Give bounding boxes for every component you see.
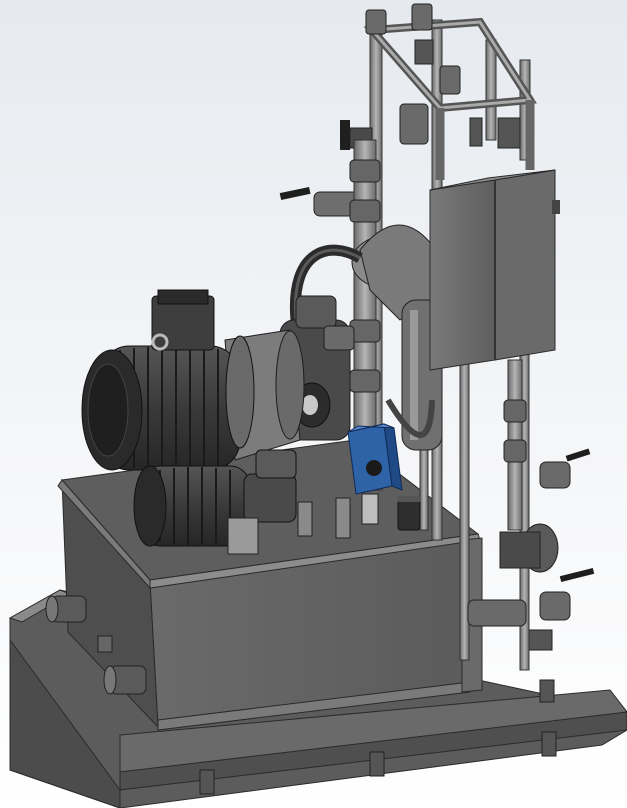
tank-fittings bbox=[45, 595, 553, 695]
main-electric-motor bbox=[81, 289, 255, 471]
blue-valve-block bbox=[347, 423, 403, 495]
right-ball-valve-upper bbox=[539, 448, 591, 489]
secondary-motor bbox=[133, 449, 297, 555]
right-ball-valve-lower bbox=[467, 567, 595, 627]
ball-valve-upper-left bbox=[279, 186, 361, 217]
electrical-cabinet bbox=[429, 169, 560, 371]
main-vertical-pipe bbox=[349, 139, 381, 471]
filter-housing bbox=[351, 224, 443, 451]
top-fittings bbox=[340, 3, 521, 150]
lower-right-piping bbox=[503, 359, 527, 531]
hydraulic-hose bbox=[289, 244, 363, 321]
lid-fittings bbox=[297, 493, 421, 539]
pressure-gauge bbox=[499, 523, 559, 573]
